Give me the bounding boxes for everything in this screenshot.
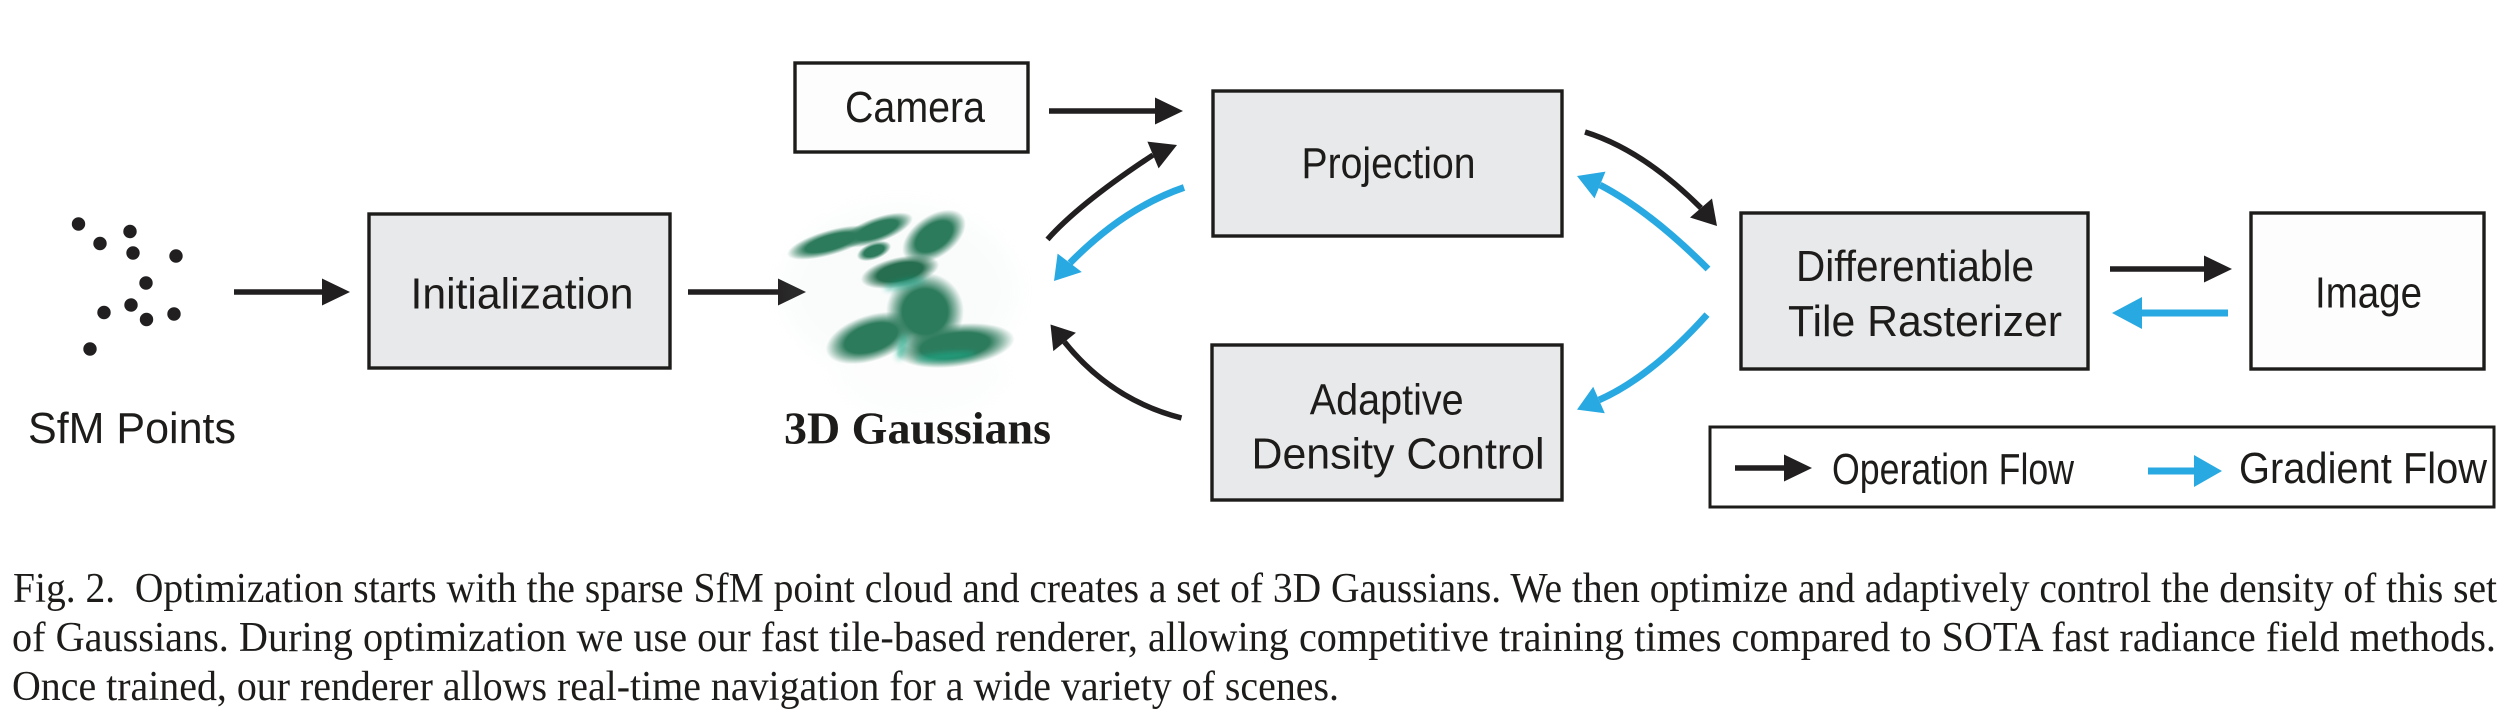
svg-text:Initialization: Initialization	[411, 270, 634, 319]
svg-text:SfM Points: SfM Points	[28, 404, 236, 453]
svg-text:Operation Flow: Operation Flow	[1832, 445, 2074, 494]
svg-text:Tile Rasterizer: Tile Rasterizer	[1788, 297, 2062, 346]
svg-text:Projection: Projection	[1302, 139, 1476, 188]
svg-text:Image: Image	[2315, 269, 2422, 318]
svg-text:Differentiable: Differentiable	[1796, 242, 2034, 291]
svg-text:Once trained, our renderer all: Once trained, our renderer allows real-t…	[12, 664, 1339, 710]
svg-text:Camera: Camera	[845, 83, 985, 132]
svg-text:3D Gaussians: 3D Gaussians	[784, 403, 1051, 454]
svg-text:Fig. 2. Optimization starts w: Fig. 2. Optimization starts with the spa…	[13, 566, 2497, 612]
svg-text:Adaptive: Adaptive	[1310, 376, 1464, 425]
svg-text:of Gaussians. During optimizat: of Gaussians. During optimization we use…	[12, 615, 2496, 661]
svg-text:Density Control: Density Control	[1252, 430, 1545, 479]
svg-text:Gradient Flow: Gradient Flow	[2239, 444, 2487, 493]
